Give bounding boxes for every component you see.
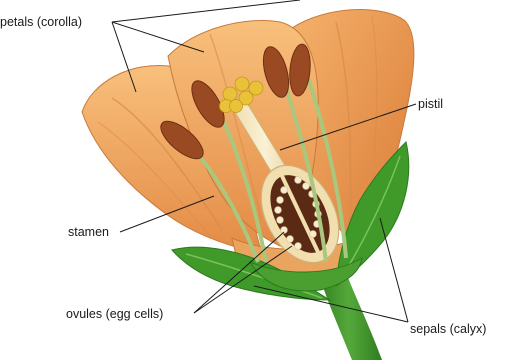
label-pistil: pistil xyxy=(418,97,443,111)
label-ovules: ovules (egg cells) xyxy=(66,307,163,321)
label-sepals: sepals (calyx) xyxy=(410,322,486,336)
label-stamen: stamen xyxy=(68,225,109,239)
leader-petals-2 xyxy=(112,22,204,52)
leader-petals-1 xyxy=(112,0,300,22)
leader-sepals-1 xyxy=(380,218,408,322)
label-petals: petals (corolla) xyxy=(0,15,82,29)
